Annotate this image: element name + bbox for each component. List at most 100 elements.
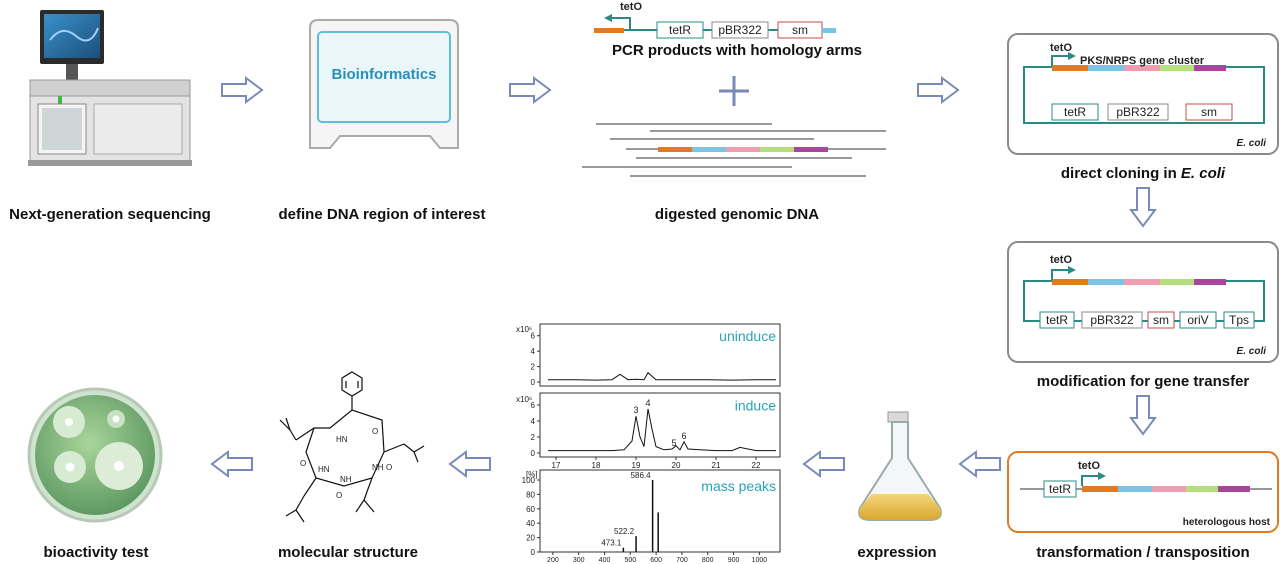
x-tick-label: 700 <box>676 557 688 564</box>
pBR322-label-pcr: pBR322 <box>718 23 762 37</box>
bioactivity-caption: bioactivity test <box>43 544 148 561</box>
y-tick-label: 6 <box>531 332 536 341</box>
petri-dish <box>27 387 163 523</box>
sequencer-illustration <box>28 10 192 166</box>
svg-text:NH: NH <box>340 475 352 484</box>
hplc-ms-charts: uninduce x10⁶ 0 2 4 6 induce x10⁶ 0 2 4 6 17 18… <box>516 323 781 564</box>
peak-annotation: 6 <box>681 431 686 441</box>
modification-box: tetO tetR pBR322 sm oriV Tps E. coli <box>1007 241 1279 363</box>
direct-cloning-caption: direct cloning in E. coli <box>1061 165 1226 182</box>
chart-induce-ylabel: x10⁶ <box>516 395 532 404</box>
molecular-atom-labels: HN O O HN NH NH O O <box>300 427 392 500</box>
x-tick-label: 800 <box>702 557 714 564</box>
tetO-label-cloning: tetO <box>1050 42 1072 54</box>
sm-label-pcr: sm <box>792 23 808 37</box>
chart-induce-frame <box>539 392 781 458</box>
plus-sign <box>719 76 749 106</box>
y-tick-label: 80 <box>526 490 535 499</box>
peak-annotation: 3 <box>633 405 638 415</box>
oriV-label: oriV <box>1187 313 1208 327</box>
sm-label-modification: sm <box>1153 313 1169 327</box>
x-tick-label: 18 <box>592 461 601 470</box>
modification-caption: modification for gene transfer <box>1037 373 1250 390</box>
arrow-left-4 <box>210 450 253 478</box>
transformation-caption: transformation / transposition <box>1036 544 1249 561</box>
mass-peak-label: 473.1 <box>601 539 622 548</box>
tetO-label-transformation: tetO <box>1078 460 1100 472</box>
tetO-label-modification: tetO <box>1050 254 1072 266</box>
molecular-structure <box>279 371 425 523</box>
y-tick-label: 0 <box>531 548 536 557</box>
tetR-label-pcr: tetR <box>669 23 691 37</box>
y-tick-label: 2 <box>531 363 536 372</box>
arrow-left-1 <box>958 450 1001 478</box>
arrow-left-2 <box>802 450 845 478</box>
peak-annotation: 4 <box>645 398 650 408</box>
x-tick-label: 19 <box>632 461 641 470</box>
arrow-right-2 <box>509 76 552 104</box>
sm-label-cloning: sm <box>1201 105 1217 119</box>
digested-caption: digested genomic DNA <box>655 206 819 223</box>
chart-uninduce-ylabel: x10⁶ <box>516 325 532 334</box>
y-tick-label: 60 <box>526 505 535 514</box>
chart-mass-frame <box>539 469 781 553</box>
svg-text:O: O <box>336 491 342 500</box>
ngs-caption: Next-generation sequencing <box>9 206 211 223</box>
pBR322-label-modification: pBR322 <box>1090 313 1134 327</box>
ecoli-label-cloning: E. coli <box>1237 138 1267 149</box>
bioinformatics-screen: Bioinformatics <box>309 19 459 149</box>
chart-uninduce-frame <box>539 323 781 387</box>
tetO-label-pcr: tetO <box>620 1 642 13</box>
digested-dna-fragments <box>582 123 886 177</box>
y-tick-label: 100 <box>522 476 536 485</box>
x-tick-label: 20 <box>672 461 681 470</box>
define-caption: define DNA region of interest <box>279 206 486 223</box>
pBR322-label-cloning: pBR322 <box>1116 105 1160 119</box>
x-tick-label: 21 <box>712 461 721 470</box>
tetR-label-transformation: tetR <box>1049 482 1071 496</box>
chart-induce-title: induce <box>735 397 776 413</box>
peak-annotation: 5 <box>671 438 676 448</box>
svg-text:NH: NH <box>372 463 384 472</box>
flow-arrows <box>210 76 1157 478</box>
x-tick-label: 200 <box>547 557 559 564</box>
ecoli-label-modification: E. coli <box>1237 346 1267 357</box>
arrow-right-3 <box>917 76 960 104</box>
y-tick-label: 40 <box>526 519 535 528</box>
x-tick-label: 17 <box>552 461 561 470</box>
y-tick-label: 4 <box>531 417 536 426</box>
chart-uninduce-series <box>548 371 776 381</box>
expression-caption: expression <box>857 544 936 561</box>
tetR-label-modification: tetR <box>1046 313 1068 327</box>
y-tick-label: 2 <box>531 433 536 442</box>
x-tick-label: 600 <box>650 557 662 564</box>
pcr-caption: PCR products with homology arms <box>612 42 862 59</box>
chart-uninduce-title: uninduce <box>719 328 776 344</box>
x-tick-label: 22 <box>752 461 761 470</box>
svg-text:HN: HN <box>336 435 348 444</box>
svg-text:HN: HN <box>318 465 330 474</box>
x-tick-label: 900 <box>728 557 740 564</box>
y-tick-label: 0 <box>531 449 536 458</box>
pks-label-cloning: PKS/NRPS gene cluster <box>1080 55 1205 67</box>
arrow-right-1 <box>221 76 264 104</box>
Tps-label: Tps <box>1229 313 1249 327</box>
host-label: heterologous host <box>1183 517 1271 528</box>
arrow-left-3 <box>448 450 491 478</box>
flask-illustration <box>858 411 942 521</box>
y-tick-label: 20 <box>526 534 535 543</box>
chart-mass-title: mass peaks <box>701 478 776 494</box>
direct-cloning-box: tetO PKS/NRPS gene cluster tetR pBR322 s… <box>1007 33 1279 155</box>
x-tick-label: 1000 <box>752 557 768 564</box>
tetR-label-cloning: tetR <box>1064 105 1086 119</box>
chart-induce-series <box>548 408 776 452</box>
x-tick-label: 500 <box>624 557 636 564</box>
chart-mass-ylabel: [%] <box>526 470 538 479</box>
bioinformatics-label: Bioinformatics <box>331 66 436 83</box>
arrow-down-1 <box>1129 187 1157 228</box>
x-tick-label: 300 <box>573 557 585 564</box>
arrow-down-2 <box>1129 395 1157 436</box>
x-tick-label: 400 <box>599 557 611 564</box>
mass-peak-label: 586.4 <box>631 471 652 480</box>
